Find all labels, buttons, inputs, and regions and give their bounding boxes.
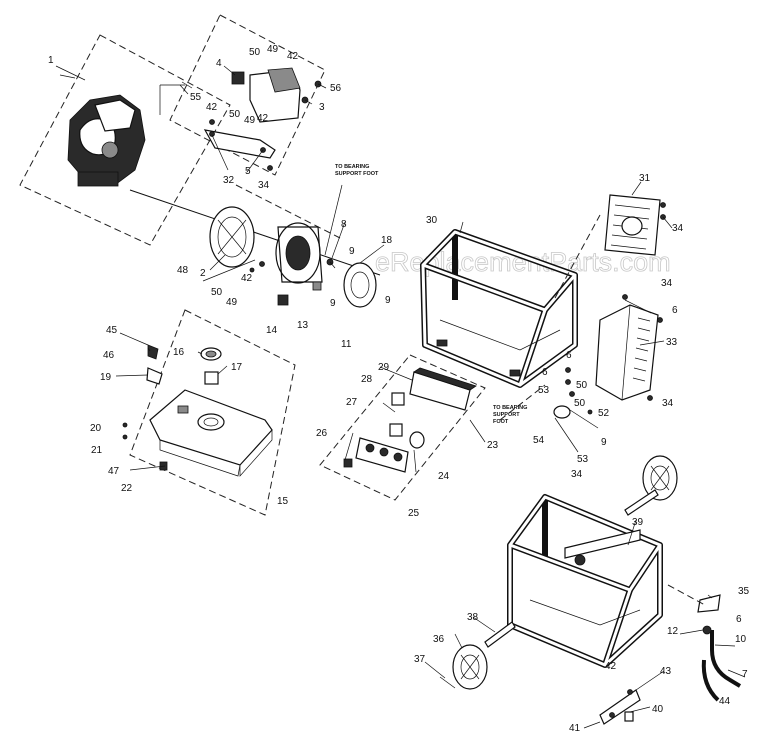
label-part-7: 7 (742, 669, 748, 680)
label-part-28: 28 (361, 374, 373, 385)
label-part-43: 43 (660, 666, 672, 677)
muffler-assembly (159, 14, 326, 176)
label-part-34-panel-bottom: 34 (662, 398, 674, 409)
bearing-note-right-line1: TO BEARING (493, 405, 527, 411)
label-part-48: 48 (177, 265, 189, 276)
label-part-50-foot-lower: 50 (574, 398, 586, 409)
label-part-53-lower: 53 (577, 454, 589, 465)
label-part-45: 45 (106, 325, 118, 336)
label-part-49-muffler-mid: 49 (244, 115, 256, 126)
label-part-50-muffler-mid: 50 (229, 109, 241, 120)
label-part-6-panel: 6 (672, 305, 678, 316)
bearing-note-right-line2: SUPPORT (493, 412, 520, 418)
label-part-29: 29 (378, 362, 390, 373)
label-part-42-foot: 42 (605, 661, 617, 672)
label-part-10: 10 (735, 634, 747, 645)
label-part-49-alternator: 49 (226, 297, 238, 308)
label-part-2: 2 (200, 268, 206, 279)
label-part-9-lower: 9 (330, 298, 336, 309)
label-part-42-muffler-mid: 42 (257, 113, 269, 124)
label-part-14: 14 (266, 325, 278, 336)
label-part-4: 4 (216, 58, 222, 69)
panels (595, 194, 666, 401)
label-part-3: 3 (319, 102, 325, 113)
label-part-27: 27 (346, 397, 358, 408)
label-part-34-muffler: 34 (258, 180, 270, 191)
label-part-46: 46 (103, 350, 115, 361)
label-part-11: 11 (341, 339, 352, 350)
label-part-23: 23 (487, 440, 499, 451)
label-part-42-bracket: 42 (206, 102, 218, 113)
label-part-6-frame: 6 (566, 350, 572, 361)
label-part-24: 24 (438, 471, 450, 482)
label-part-44: 44 (719, 696, 731, 707)
label-part-5: 5 (245, 166, 251, 177)
label-part-6-handle: 6 (736, 614, 742, 625)
label-part-31: 31 (639, 173, 651, 184)
label-part-25: 25 (408, 508, 420, 519)
label-part-54: 54 (533, 435, 545, 446)
bearing-note-top-line1: TO BEARING (335, 164, 369, 170)
part-number-labels: 1 2 3 4 5 6 6 6 6 7 8 9 9 9 9 10 11 12 1… (48, 44, 750, 734)
label-part-41: 41 (569, 723, 581, 734)
label-part-56: 56 (330, 83, 342, 94)
label-part-22: 22 (121, 483, 133, 494)
label-part-55: 55 (190, 92, 202, 103)
label-part-38: 38 (467, 612, 479, 623)
label-part-53-upper: 53 (538, 385, 550, 396)
bearing-note-top-line2: SUPPORT FOOT (335, 171, 379, 177)
label-part-9-foot: 9 (601, 437, 607, 448)
label-part-34-grille: 34 (672, 223, 684, 234)
label-part-9-rotor: 9 (385, 295, 391, 306)
fuel-tank-assembly (122, 309, 296, 516)
label-part-18: 18 (381, 235, 393, 246)
leader-lines (55, 65, 746, 729)
label-part-30: 30 (426, 215, 438, 226)
label-part-33: 33 (666, 337, 678, 348)
label-part-1: 1 (48, 55, 54, 66)
label-part-21: 21 (91, 445, 103, 456)
main-frame (420, 214, 601, 421)
label-part-47: 47 (108, 466, 120, 477)
label-part-50-alternator: 50 (211, 287, 223, 298)
label-part-13: 13 (297, 320, 309, 331)
label-part-17: 17 (231, 362, 243, 373)
label-part-50-muffler-top: 50 (249, 47, 261, 58)
label-part-49-muffler-top: 49 (267, 44, 279, 55)
label-part-42-alternator: 42 (241, 273, 253, 284)
bearing-note-right-line3: FOOT (493, 419, 509, 425)
label-part-50-foot-upper: 50 (576, 380, 588, 391)
label-part-26: 26 (316, 428, 328, 439)
label-part-39: 39 (632, 517, 644, 528)
label-part-40: 40 (652, 704, 664, 715)
label-part-19: 19 (100, 372, 112, 383)
alternator-assembly (129, 184, 381, 308)
label-part-34-panel-top: 34 (661, 278, 673, 289)
wheel-kit-frame (439, 455, 742, 725)
bearing-foot-hardware (553, 367, 599, 453)
label-part-42-muffler-top: 42 (287, 51, 299, 62)
label-part-35: 35 (738, 586, 750, 597)
label-part-32: 32 (223, 175, 235, 186)
label-part-9-upper: 9 (349, 246, 355, 257)
label-part-37: 37 (414, 654, 426, 665)
label-part-52: 52 (598, 408, 610, 419)
label-part-15: 15 (277, 496, 289, 507)
label-part-16: 16 (173, 347, 185, 358)
control-panel-assembly (319, 354, 486, 501)
label-part-36: 36 (433, 634, 445, 645)
engine-assembly (19, 34, 231, 246)
label-part-20: 20 (90, 423, 102, 434)
label-part-12: 12 (667, 626, 679, 637)
label-part-8: 8 (341, 219, 347, 230)
label-part-6-foot: 6 (542, 367, 548, 378)
label-part-34-foot: 34 (571, 469, 583, 480)
